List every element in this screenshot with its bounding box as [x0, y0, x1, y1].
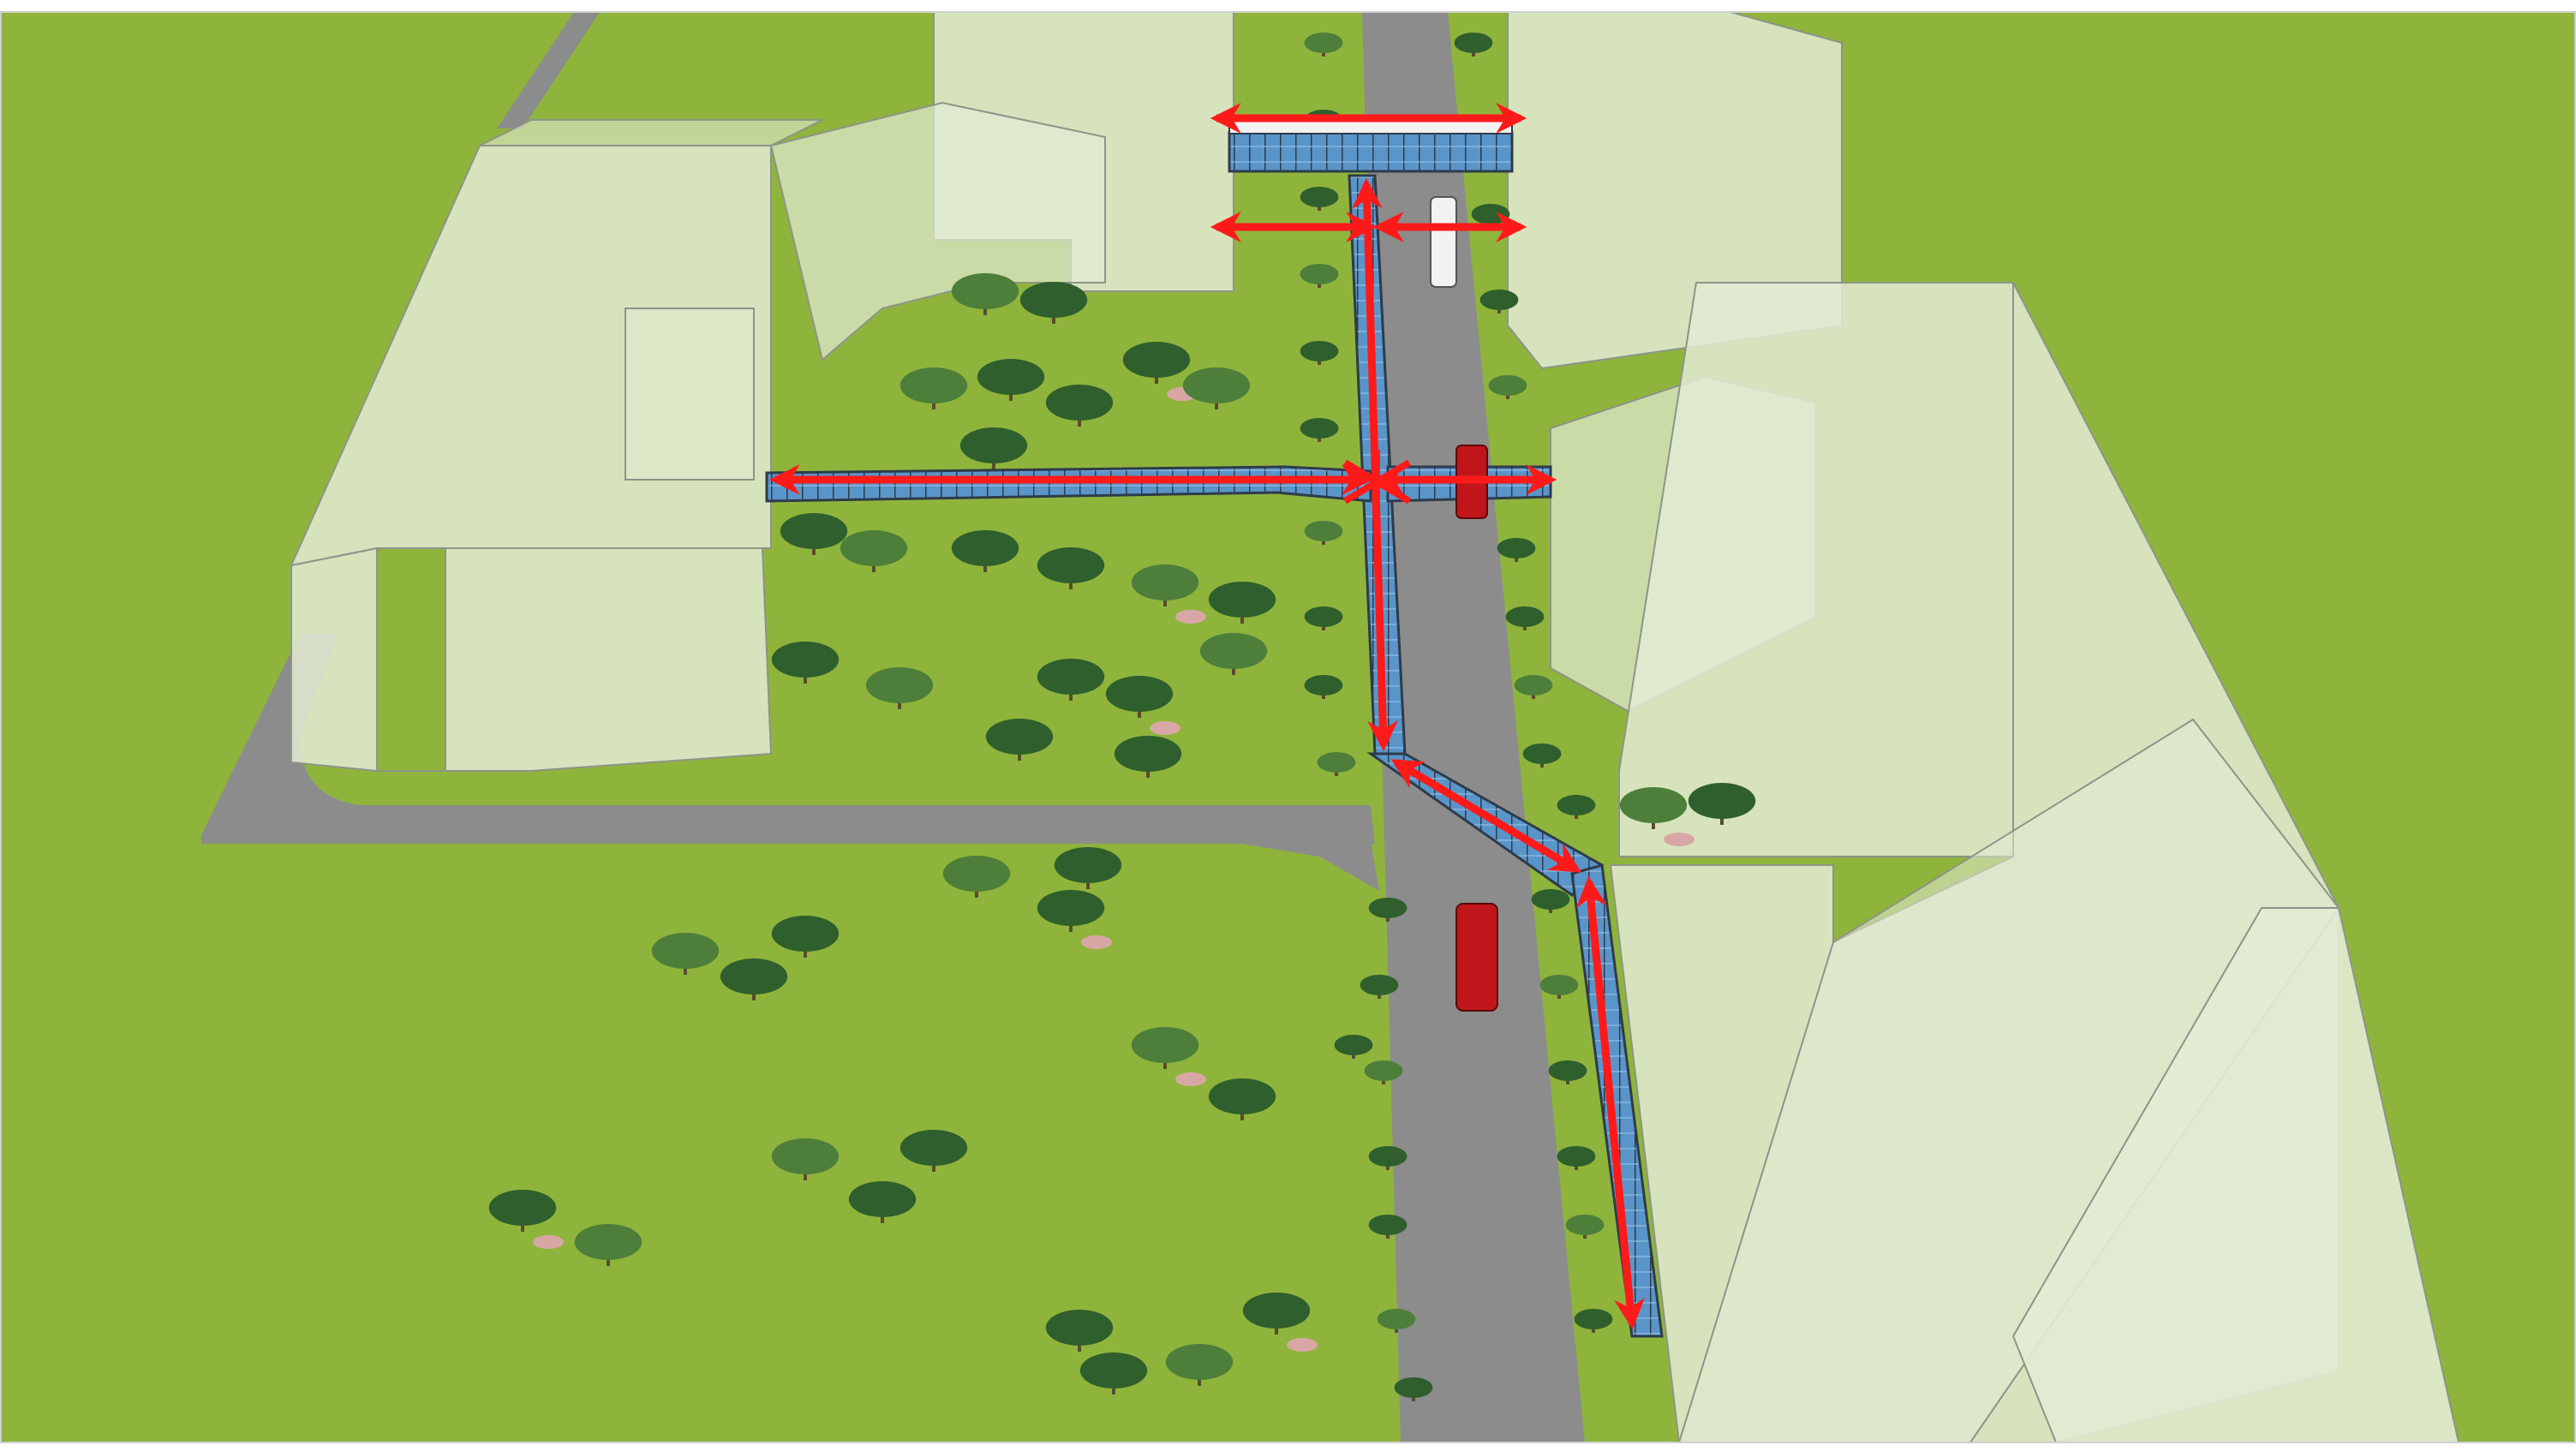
tree-icon: [1131, 1027, 1206, 1086]
tree-icon: [1505, 606, 1545, 630]
tree-icon: [1054, 847, 1122, 889]
tree-icon: [1377, 1309, 1416, 1333]
tree-icon: [1394, 1377, 1433, 1401]
tree-icon: [1300, 341, 1339, 365]
tree-icon: [1045, 385, 1114, 427]
tree-icon: [1619, 787, 1694, 846]
west-building-wing: [625, 308, 755, 481]
tree-icon: [1488, 375, 1527, 399]
tree-icon: [488, 1190, 564, 1249]
tree-icon: [771, 642, 840, 684]
tree-icon: [977, 359, 1045, 401]
tree-icon: [1242, 1293, 1318, 1352]
tree-icon: [1045, 1310, 1114, 1352]
tree-icon: [1165, 1344, 1234, 1386]
north-lane: [497, 12, 600, 128]
tree-icon: [951, 273, 1019, 315]
tree-icon: [780, 513, 848, 555]
tree-icon: [574, 1224, 643, 1266]
tree-icon: [1304, 606, 1343, 630]
tree-icon: [1208, 582, 1276, 624]
tree-icon: [1131, 564, 1206, 624]
tree-icon: [1037, 659, 1105, 701]
tree-icon: [1079, 1352, 1148, 1394]
tree-icon: [771, 1138, 840, 1180]
tree-icon: [951, 530, 1019, 572]
tree-icon: [1182, 367, 1251, 409]
west-building-base: [290, 546, 773, 772]
tree-icon: [1531, 889, 1570, 913]
tree-icon: [1688, 783, 1756, 825]
tree-icon: [900, 1130, 968, 1172]
main-road-surface: [1362, 12, 1585, 1442]
east-tower-south: [2011, 907, 2460, 1443]
tree-icon: [865, 667, 934, 709]
west-building-roof: [479, 119, 823, 146]
buildings: [290, 11, 2460, 1443]
tree-icon: [1368, 1146, 1408, 1170]
tree-icon: [1304, 675, 1343, 699]
tree-icon: [651, 933, 720, 975]
tree-icon: [1497, 538, 1536, 562]
tree-icon: [1454, 33, 1493, 57]
tree-icon: [1368, 898, 1408, 922]
tree-icon: [1360, 975, 1399, 999]
tree-icon: [942, 856, 1011, 898]
tree-icon: [1368, 1215, 1408, 1239]
tree-icon: [1019, 282, 1088, 324]
tree-icon: [1208, 1078, 1276, 1120]
tree-icon: [1364, 1060, 1403, 1084]
tree-icon: [1300, 264, 1339, 288]
cross-road: [197, 839, 1379, 891]
arrow-diagonal: [1390, 759, 1582, 873]
tree-icon: [1037, 890, 1112, 949]
skywalk-north-span: [1228, 131, 1514, 173]
tree-icon: [1300, 418, 1339, 442]
frame-border: [0, 11, 2576, 1443]
tree-icon: [720, 958, 788, 1000]
tree-group: [488, 33, 1756, 1401]
tree-icon: [1334, 1035, 1373, 1059]
grass-field-south: [0, 805, 1371, 1442]
tree-icon: [771, 916, 840, 958]
tree-icon: [840, 530, 908, 572]
tree-icon: [1300, 187, 1339, 211]
tree-icon: [1114, 736, 1182, 778]
tree-icon: [1199, 633, 1268, 675]
tree-icon: [848, 1181, 917, 1223]
tree-icon: [1539, 975, 1579, 999]
tree-icon: [900, 367, 968, 409]
tree-icon: [1304, 521, 1343, 545]
arrow-south-span: [1575, 875, 1646, 1330]
hub-star-icon: [1342, 450, 1412, 514]
tree-icon: [1479, 290, 1519, 313]
tree-icon: [1105, 676, 1180, 735]
tree-icon: [1317, 752, 1356, 776]
truck-icon: [1455, 903, 1498, 1012]
tree-icon: [1037, 547, 1105, 589]
tree-icon: [1514, 675, 1553, 699]
tree-icon: [985, 719, 1054, 761]
tree-icon: [1304, 33, 1343, 57]
bus-icon: [1430, 196, 1457, 288]
